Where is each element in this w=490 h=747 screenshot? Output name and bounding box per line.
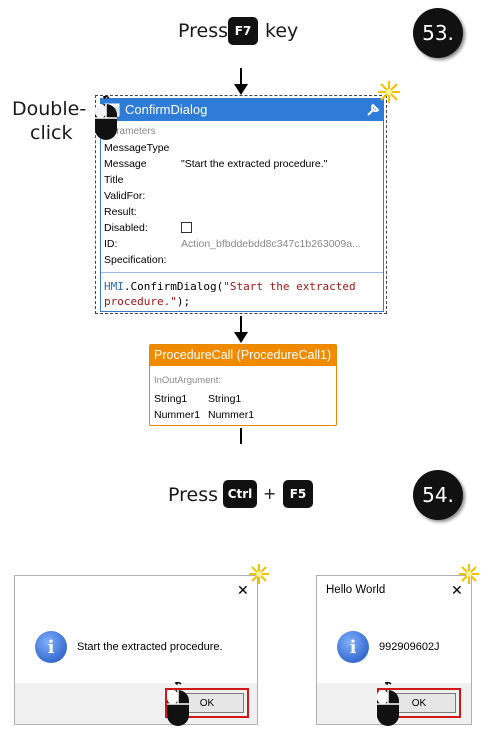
message-dialog-1: ✕ i Start the extracted procedure. OK	[14, 575, 258, 725]
param-row: Result:	[104, 206, 382, 222]
ctrl-key: Ctrl	[223, 480, 257, 508]
code-preview: HMI.ConfirmDialog("Start the extracted p…	[104, 279, 380, 309]
mouse-icon	[95, 96, 117, 140]
param-row: Specification:	[104, 254, 382, 270]
close-icon[interactable]: ✕	[237, 582, 249, 598]
press-text: Press	[178, 20, 229, 42]
confirm-dialog-node[interactable]	[100, 98, 384, 312]
param-label: ValidFor:	[104, 190, 146, 202]
procedure-call-header[interactable]: ProcedureCall (ProcedureCall1)	[150, 345, 336, 366]
dialog-1-message: Start the extracted procedure.	[77, 641, 223, 653]
procedure-call-title: ProcedureCall (ProcedureCall1)	[154, 348, 332, 362]
code-method: .ConfirmDialog(	[123, 280, 224, 293]
argument-cell: String1	[208, 393, 242, 405]
f5-key: F5	[283, 480, 313, 508]
double-click-label-2: click	[30, 122, 73, 144]
plus-sign: +	[263, 484, 277, 503]
step53-instruction: Press	[178, 20, 228, 42]
key-suffix-text: key	[265, 20, 299, 42]
confirm-dialog-title: ConfirmDialog	[125, 102, 208, 117]
parameter-list: MessageType Message "Start the extracted…	[104, 142, 382, 270]
arrow-down-icon	[234, 84, 248, 95]
param-row: ValidFor:	[104, 190, 382, 206]
param-label: Title	[104, 174, 124, 186]
param-row: Title	[104, 174, 382, 190]
mouse-icon	[377, 682, 399, 726]
code-end: );	[176, 295, 191, 308]
dialog-2-message: 992909602J	[379, 641, 440, 653]
sparkle-icon	[459, 564, 479, 584]
message-value[interactable]: "Start the extracted procedure."	[181, 158, 328, 170]
dialog-2-title: Hello World	[326, 584, 386, 596]
step-53-number: 53.	[422, 21, 454, 45]
sparkle-icon	[378, 81, 400, 103]
f7-key-label: F7	[234, 24, 252, 38]
inout-argument-header: InOutArgument:	[154, 375, 222, 386]
flow-arrow-line	[240, 316, 242, 336]
sparkle-icon	[249, 564, 269, 584]
f5-key-label: F5	[289, 487, 307, 501]
param-row: Message "Start the extracted procedure."	[104, 158, 382, 174]
mouse-icon	[167, 682, 189, 726]
info-glyph: i	[349, 636, 357, 658]
arrow-down-icon	[234, 332, 248, 343]
code-string-2: procedure."	[104, 295, 177, 308]
argument-cell: Nummer1	[154, 409, 201, 421]
flow-line	[240, 428, 242, 444]
flow-arrow-line	[240, 68, 242, 90]
ok-button-label: OK	[411, 697, 427, 709]
argument-cell: String1	[154, 393, 188, 405]
code-hmi: HMI	[104, 280, 124, 293]
code-divider	[101, 272, 383, 273]
message-dialog-2: Hello World ✕ i 992909602J OK	[316, 575, 472, 725]
info-glyph: i	[47, 636, 55, 658]
argument-cell: Nummer1	[208, 409, 255, 421]
param-label: Result:	[104, 206, 137, 218]
ctrl-key-label: Ctrl	[227, 487, 253, 501]
param-label: Disabled:	[104, 222, 148, 234]
step-54-number: 54.	[422, 483, 454, 507]
info-icon: i	[35, 631, 67, 663]
confirm-dialog-header[interactable]: ConfirmDialog	[101, 99, 383, 121]
param-label: ID:	[104, 238, 118, 250]
param-label: MessageType	[104, 142, 170, 154]
close-icon[interactable]: ✕	[451, 582, 463, 598]
ok-button-label: OK	[199, 697, 215, 709]
confirm-dialog-node-selection[interactable]	[95, 95, 387, 314]
info-icon: i	[337, 631, 369, 663]
param-row: ID: Action_bfbddebdd8c347c1b263009a...	[104, 238, 382, 254]
param-row: MessageType	[104, 142, 382, 158]
step-54-badge: 54.	[413, 470, 463, 520]
wrench-icon[interactable]	[365, 102, 381, 118]
step54-press-text: Press	[168, 484, 219, 506]
param-row: Disabled:	[104, 222, 382, 238]
param-label: Specification:	[104, 254, 167, 266]
param-label: Message	[104, 158, 147, 170]
code-string-1: "Start the extracted	[223, 280, 356, 293]
disabled-checkbox[interactable]	[181, 222, 192, 233]
step-53-badge: 53.	[413, 8, 463, 58]
f7-key: F7	[228, 17, 258, 45]
double-click-label-1: Double-	[12, 98, 87, 120]
id-value: Action_bfbddebdd8c347c1b263009a...	[181, 238, 361, 250]
parameters-header: Parameters	[104, 126, 156, 137]
